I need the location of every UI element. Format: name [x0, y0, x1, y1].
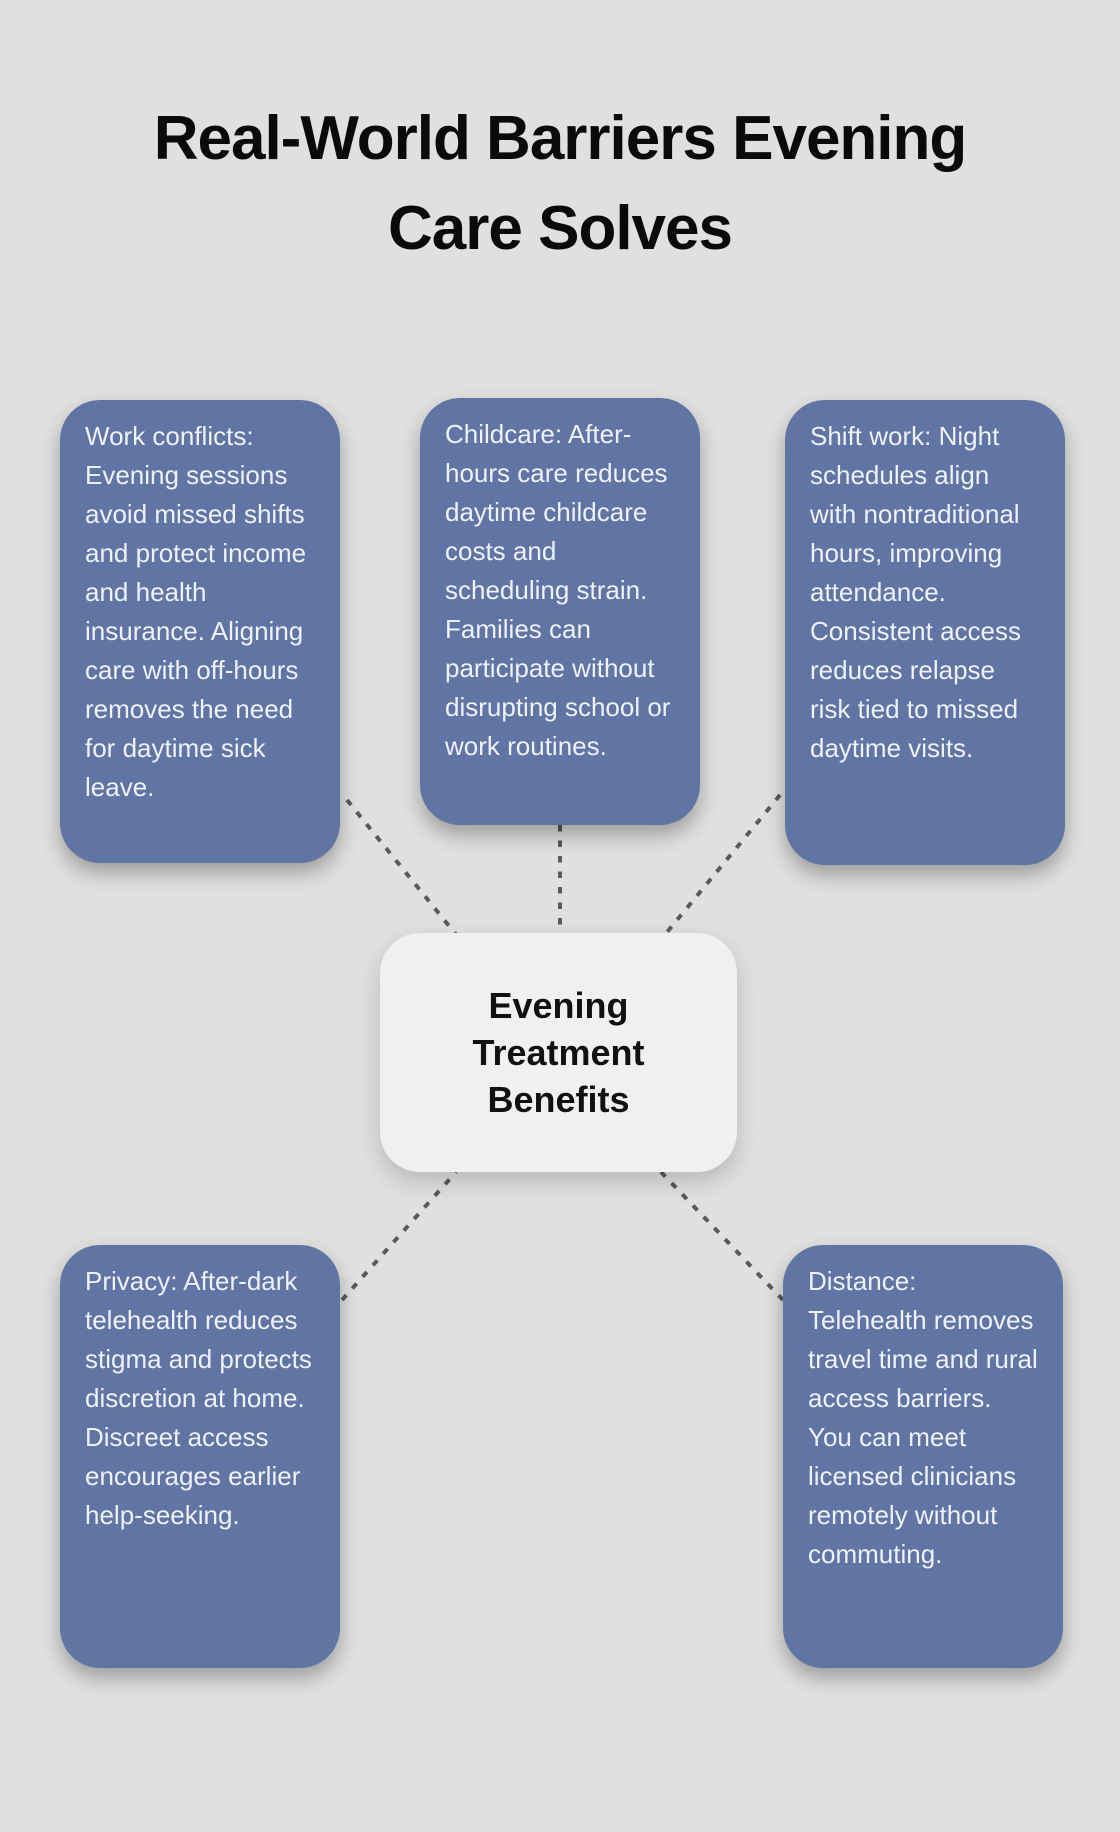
benefit-box-shift-work: Shift work: Night schedules align with n…: [785, 400, 1065, 865]
benefit-box-work-conflicts: Work conflicts: Evening sessions avoid m…: [60, 400, 340, 863]
page-title: Real-World Barriers Evening Care Solves: [153, 104, 968, 263]
center-node-label: Evening Treatment Benefits: [472, 985, 645, 1120]
center-node: Evening Treatment Benefits: [380, 933, 737, 1172]
benefit-box-childcare: Childcare: After-hours care reduces dayt…: [420, 398, 700, 825]
connector-distance: [659, 1170, 785, 1302]
connector-privacy: [340, 1170, 458, 1302]
benefit-box-distance: Distance: Telehealth removes travel time…: [783, 1245, 1063, 1668]
benefit-box-privacy: Privacy: After-dark telehealth reduces s…: [60, 1245, 340, 1668]
